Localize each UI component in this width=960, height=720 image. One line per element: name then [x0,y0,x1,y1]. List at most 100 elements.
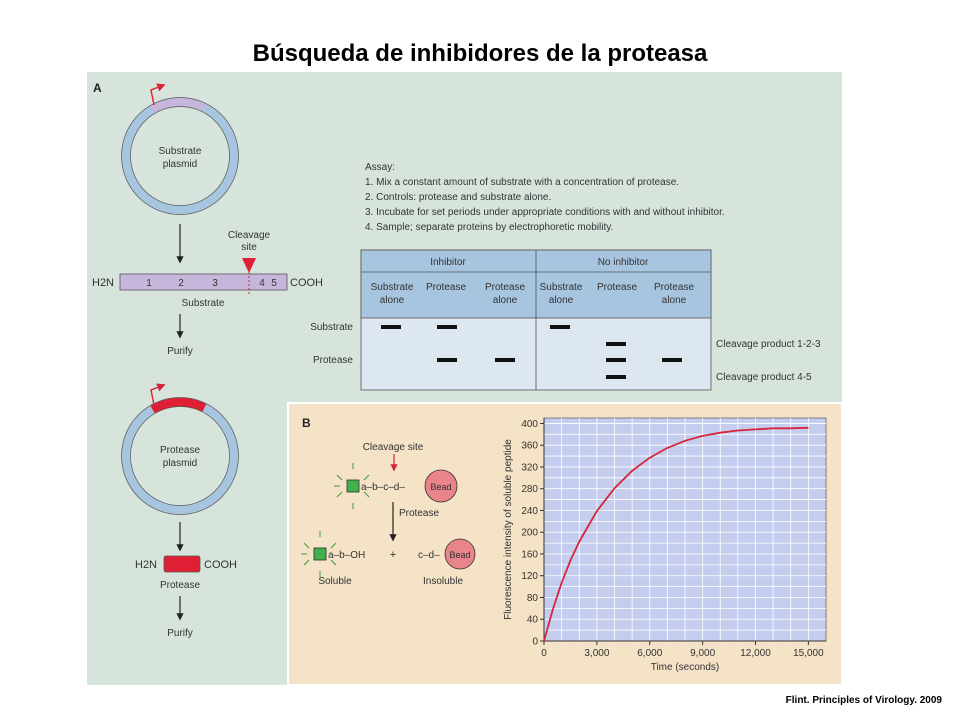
protease-plasmid-label: Protease [160,445,200,456]
substrate-nterm: H2N [92,277,114,289]
bead-icon [424,469,458,503]
soluble-label: Soluble [318,576,352,587]
panel-b-protease-label: Protease [399,508,439,519]
lane-3-header-2: alone [493,295,518,306]
lane-1-header-2: alone [380,295,405,306]
x-tick-label: 3,000 [584,648,609,659]
gel-table: Inhibitor No inhibitor Substrate alone P… [360,249,712,391]
gel-band-lane2-substrate [437,325,457,329]
gel-band-lane2-protease [437,358,457,362]
assay-text: Assay: 1. Mix a constant amount of subst… [365,162,725,233]
lane-6-header-2: alone [662,295,687,306]
substrate-cterm: COOH [290,277,323,289]
assay-step-1: 1. Mix a constant amount of substrate wi… [365,177,679,188]
protease-cterm: COOH [204,559,237,571]
y-tick-label: 40 [527,615,539,626]
substrate-plasmid-label: Substrate [159,146,202,157]
protease-plasmid: Protease plasmid [121,397,239,515]
x-axis-label: Time (seconds) [651,662,720,673]
bead-label-2: Bead [449,550,470,560]
assay-step-3: 3. Incubate for set periods under approp… [365,207,725,218]
panel-b-cleavage-site: Cleavage site [363,442,424,453]
y-tick-label: 80 [527,593,539,604]
substrate-segment-4: 4 [259,278,265,289]
gel-band-lane5-product-123 [606,342,626,346]
y-tick-label: 240 [521,506,538,517]
gel-group-inhibitor: Inhibitor [430,257,466,268]
bead-icon-2 [444,538,476,570]
lane-3-header: Protease [485,282,525,293]
lane-4-header-2: alone [549,295,574,306]
lane-6-header: Protease [654,282,694,293]
bead-label: Bead [430,482,451,492]
lane-4-header: Substrate [540,282,583,293]
cleavage-site-label: Cleavage [228,230,271,241]
y-tick-label: 400 [521,419,538,430]
substrate-caption: Substrate [182,298,225,309]
substrate-segment-1: 1 [146,278,152,289]
fluorophore-icon-2 [313,547,327,561]
y-tick-label: 320 [521,462,538,473]
insoluble-chain: c–d– [418,550,440,561]
y-tick-label: 360 [521,441,538,452]
substrate-plasmid-label-2: plasmid [163,159,197,170]
protease-construct-bar [163,555,201,573]
gel-band-lane1-substrate [381,325,401,329]
lane-5-header: Protease [597,282,637,293]
protease-nterm: H2N [135,559,157,571]
gel-band-lane4-substrate [550,325,570,329]
lane-1-header: Substrate [371,282,414,293]
gel-band-lane5-protease [606,358,626,362]
chart-ticks: 0 3,000 6,000 9,000 12,000 15,000 0 40 80 120 160 2… [521,418,826,659]
soluble-chain: a–b–OH [328,550,365,561]
gel-row-protease: Protease [313,355,353,366]
lane-2-header: Protease [426,282,466,293]
x-tick-label: 0 [541,648,547,659]
figure: A Substrate plasmid Cleavage site H2N 1 … [87,72,842,685]
substrate-promoter-arrow-icon [150,83,166,106]
y-tick-label: 200 [521,528,538,539]
cleavage-site-marker-icon [242,258,256,273]
x-tick-label: 12,000 [740,648,771,659]
x-tick-label: 9,000 [690,648,715,659]
peptide-chain: a–b–c–d– [361,482,405,493]
x-tick-label: 15,000 [793,648,824,659]
fluorescence-chart: 0 3,000 6,000 9,000 12,000 15,000 0 40 80 120 160 2… [503,417,827,673]
slide-title: Búsqueda de inhibidores de la proteasa [252,40,708,67]
chart-grid [544,418,826,641]
assay-step-4: 4. Sample; separate proteins by electrop… [365,222,613,233]
assay-step-2: 2. Controls: protease and substrate alon… [365,192,551,203]
panel-b-label: B [302,416,311,430]
gel-band-lane3-protease [495,358,515,362]
fluorophore-glow-icon [334,463,370,509]
protease-caption: Protease [160,580,200,591]
assay-heading: Assay: [365,162,395,173]
y-axis-label: Fluorescence intensity of soluble peptid… [503,439,514,620]
fluorophore-glow-icon-2 [301,531,337,577]
gel-group-no-inhibitor: No inhibitor [598,257,649,268]
substrate-construct-bar [119,273,288,291]
series-line-fluorescence [543,426,809,642]
source-credit: Flint. Principles of Virology. 2009 [785,695,942,706]
substrate-segment-5: 5 [271,278,277,289]
substrate-segment-2: 2 [178,278,184,289]
purify-2: Purify [167,628,193,639]
plus-sign: + [390,549,396,561]
substrate-plasmid: Substrate plasmid [121,97,239,215]
y-tick-label: 280 [521,484,538,495]
cleavage-product-123-label: Cleavage product 1-2-3 [716,339,821,350]
cleavage-site-label-2: site [241,242,257,253]
y-tick-label: 120 [521,571,538,582]
y-tick-label: 0 [532,637,538,648]
gel-band-lane5-product-45 [606,375,626,379]
panel-a-label: A [93,81,102,95]
y-tick-label: 160 [521,549,538,560]
fluorophore-icon [346,479,360,493]
protease-plasmid-label-2: plasmid [163,458,197,469]
cleavage-product-45-label: Cleavage product 4-5 [716,372,812,383]
insoluble-label: Insoluble [423,576,463,587]
gel-band-lane6-protease [662,358,682,362]
protease-promoter-arrow-icon [150,383,166,406]
substrate-segment-3: 3 [212,278,218,289]
x-tick-label: 6,000 [637,648,662,659]
